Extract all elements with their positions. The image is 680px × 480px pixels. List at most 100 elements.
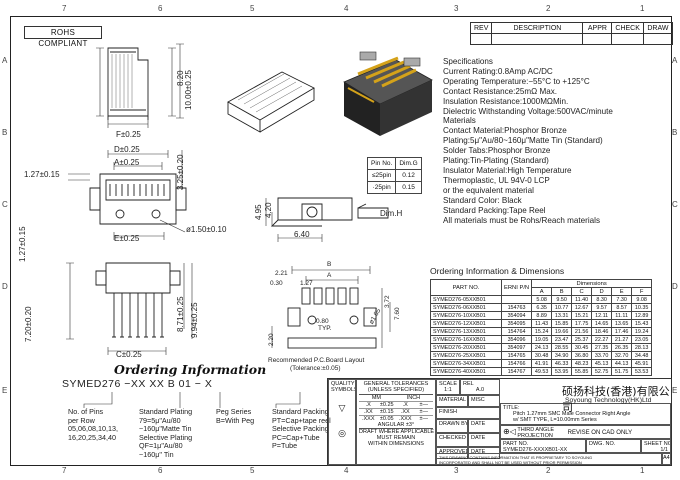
part-no-cell: SYMED276-20XXB01 xyxy=(430,343,502,352)
ot-header: A xyxy=(531,287,553,296)
pin-cell: ≤25pin xyxy=(366,169,397,182)
dim-pcb-a: A xyxy=(327,272,332,279)
zone-row-left: A xyxy=(2,56,8,65)
dim-e: E±0.25 xyxy=(114,234,140,243)
revision-table: REV DESCRIPTION APPR CHECK DRAW xyxy=(469,22,673,45)
pin-cell: ·25pin xyxy=(366,181,397,194)
tolerance-cell: .XXX xyxy=(361,416,375,422)
dim-cell: 11.43 xyxy=(531,319,553,328)
triangle-symbol: ▽ xyxy=(338,403,346,413)
zone-col-top: 4 xyxy=(344,4,349,13)
part-code-leaders xyxy=(83,392,301,408)
dim-cell: 11.11 xyxy=(611,311,633,320)
layout-note: Recommended P.C.Board Layout xyxy=(268,357,365,364)
title-line: Pitch 1.27mm SMC Male Connector Right An… xyxy=(513,411,631,417)
dim-d: D±0.25 xyxy=(114,145,140,154)
finish-cell: FINISH xyxy=(436,407,500,419)
dim-994: 9.94±0.25 xyxy=(190,302,199,338)
dim-cell: 17.75 xyxy=(571,319,593,328)
erni-cell: 354094 xyxy=(500,311,533,320)
dim-495: 4.95 xyxy=(254,204,263,220)
dim-cell: 23.47 xyxy=(551,335,573,344)
dimg-header: Dim.G xyxy=(395,157,422,170)
ot-header-dimensions: Dimensions xyxy=(531,279,653,288)
dim-cell: 9.50 xyxy=(551,295,573,304)
dwg-no-cell: DWG. NO. xyxy=(586,439,641,453)
dim-cell: 48.23 xyxy=(571,359,593,368)
dim-f: F±0.25 xyxy=(116,130,141,139)
spec-line: All materials must be Rohs/Reach materia… xyxy=(443,215,600,225)
part-no-cell: SYMED276-06XXB01 xyxy=(430,303,502,312)
dim-cell: 53.53 xyxy=(631,367,653,376)
dim-cell: 13.31 xyxy=(551,311,573,320)
side-view-drawing xyxy=(96,43,184,128)
part-no-label: PART NO. xyxy=(503,441,529,447)
dim-cell: 23.05 xyxy=(631,335,653,344)
tolerance-cell: ±0.15 xyxy=(379,409,394,415)
sheet-no-label: SHEET NO. xyxy=(644,441,671,447)
dim-cell: 33.70 xyxy=(591,351,613,360)
dim-cell: 15.43 xyxy=(631,319,653,328)
spec-line: Thermoplastic, UL 94V-0 LCP xyxy=(443,175,550,185)
ot-header: D xyxy=(591,287,613,296)
misc-cell: MISC xyxy=(468,395,500,407)
iso-view-bottom-drawing xyxy=(227,71,315,133)
rel-label: REL xyxy=(463,381,474,387)
ordering-heading: Ordering Information xyxy=(114,362,267,377)
drawn-by-cell: DRAWN BY xyxy=(436,419,468,433)
sheet-no-cell: SHEET NO. 1/1 xyxy=(641,439,671,453)
part-no-cell: SYMED276-40XXB01 xyxy=(430,367,502,376)
title-label: TITLE: xyxy=(503,405,520,411)
erni-cell: 154764 xyxy=(500,327,533,336)
legend-line: B=With Peg xyxy=(216,415,255,425)
peg-legend: Peg Series B=With Peg xyxy=(216,407,255,425)
projection-label: PROJECTION xyxy=(517,433,553,439)
dim-cell: 18.46 xyxy=(591,327,613,336)
ot-header: PART NO. xyxy=(430,279,502,296)
quality-cell: QUALITY SYMBOLS ▽ ◎ xyxy=(328,379,356,465)
dim-cell: 17.46 xyxy=(611,327,633,336)
scale-label: SCALE xyxy=(439,381,458,387)
zone-row-right: D xyxy=(672,282,678,291)
dim-cell: 27.35 xyxy=(591,343,613,352)
mm-label: MM xyxy=(371,395,382,401)
legend-line: ~160μ" Tin xyxy=(139,449,174,459)
part-code: SYMED276 −XX XX B 01 − X xyxy=(62,378,213,390)
dim-cell: 36.80 xyxy=(571,351,593,360)
rohs-badge: ROHS COMPLIANT xyxy=(24,26,102,48)
dim-cell: 53.95 xyxy=(551,367,573,376)
dim-220: 2.20 xyxy=(268,333,275,346)
dim-cell: 51.75 xyxy=(611,367,633,376)
zone-col-top: 3 xyxy=(454,4,459,13)
dim-cell: 55.85 xyxy=(571,367,593,376)
tolerance-cell: GENERAL TOLERANCES (UNLESS SPECIFIED) MM… xyxy=(356,379,436,465)
tolerance-row: .XX±0.15.XX±— xyxy=(359,408,433,415)
dim-cell: 30.48 xyxy=(531,351,553,360)
dimg-cell: 0.15 xyxy=(395,181,422,194)
zone-col-bottom: 5 xyxy=(250,466,255,475)
dim-typ: TYP. xyxy=(318,325,332,332)
zone-col-top: 7 xyxy=(62,4,67,13)
legend-line: Peg Series xyxy=(216,407,252,416)
zone-col-bottom: 6 xyxy=(158,466,163,475)
erni-cell: 154766 xyxy=(500,359,533,368)
legend-line: Standard Plating xyxy=(139,407,193,416)
zone-col-bottom: 1 xyxy=(640,466,645,475)
spec-line: Dielectric Withstanding Voltage:500VAC/m… xyxy=(443,106,613,116)
part-no-cell: SYMED276-12XXB01 xyxy=(430,319,502,328)
date-cell: DATE xyxy=(468,433,500,447)
spec-line: Standard Color: Black xyxy=(443,195,522,205)
title-block: QUALITY SYMBOLS ▽ ◎ GENERAL TOLERANCES (… xyxy=(327,378,672,466)
iso-view-top-drawing xyxy=(343,51,433,136)
size-cell: A4 xyxy=(662,453,671,465)
dim-cell: 28.55 xyxy=(551,343,573,352)
dim-cell: 19.24 xyxy=(631,327,653,336)
sheet-no-value: 1/1 xyxy=(660,447,668,453)
dim-372: 3.72 xyxy=(384,295,391,308)
